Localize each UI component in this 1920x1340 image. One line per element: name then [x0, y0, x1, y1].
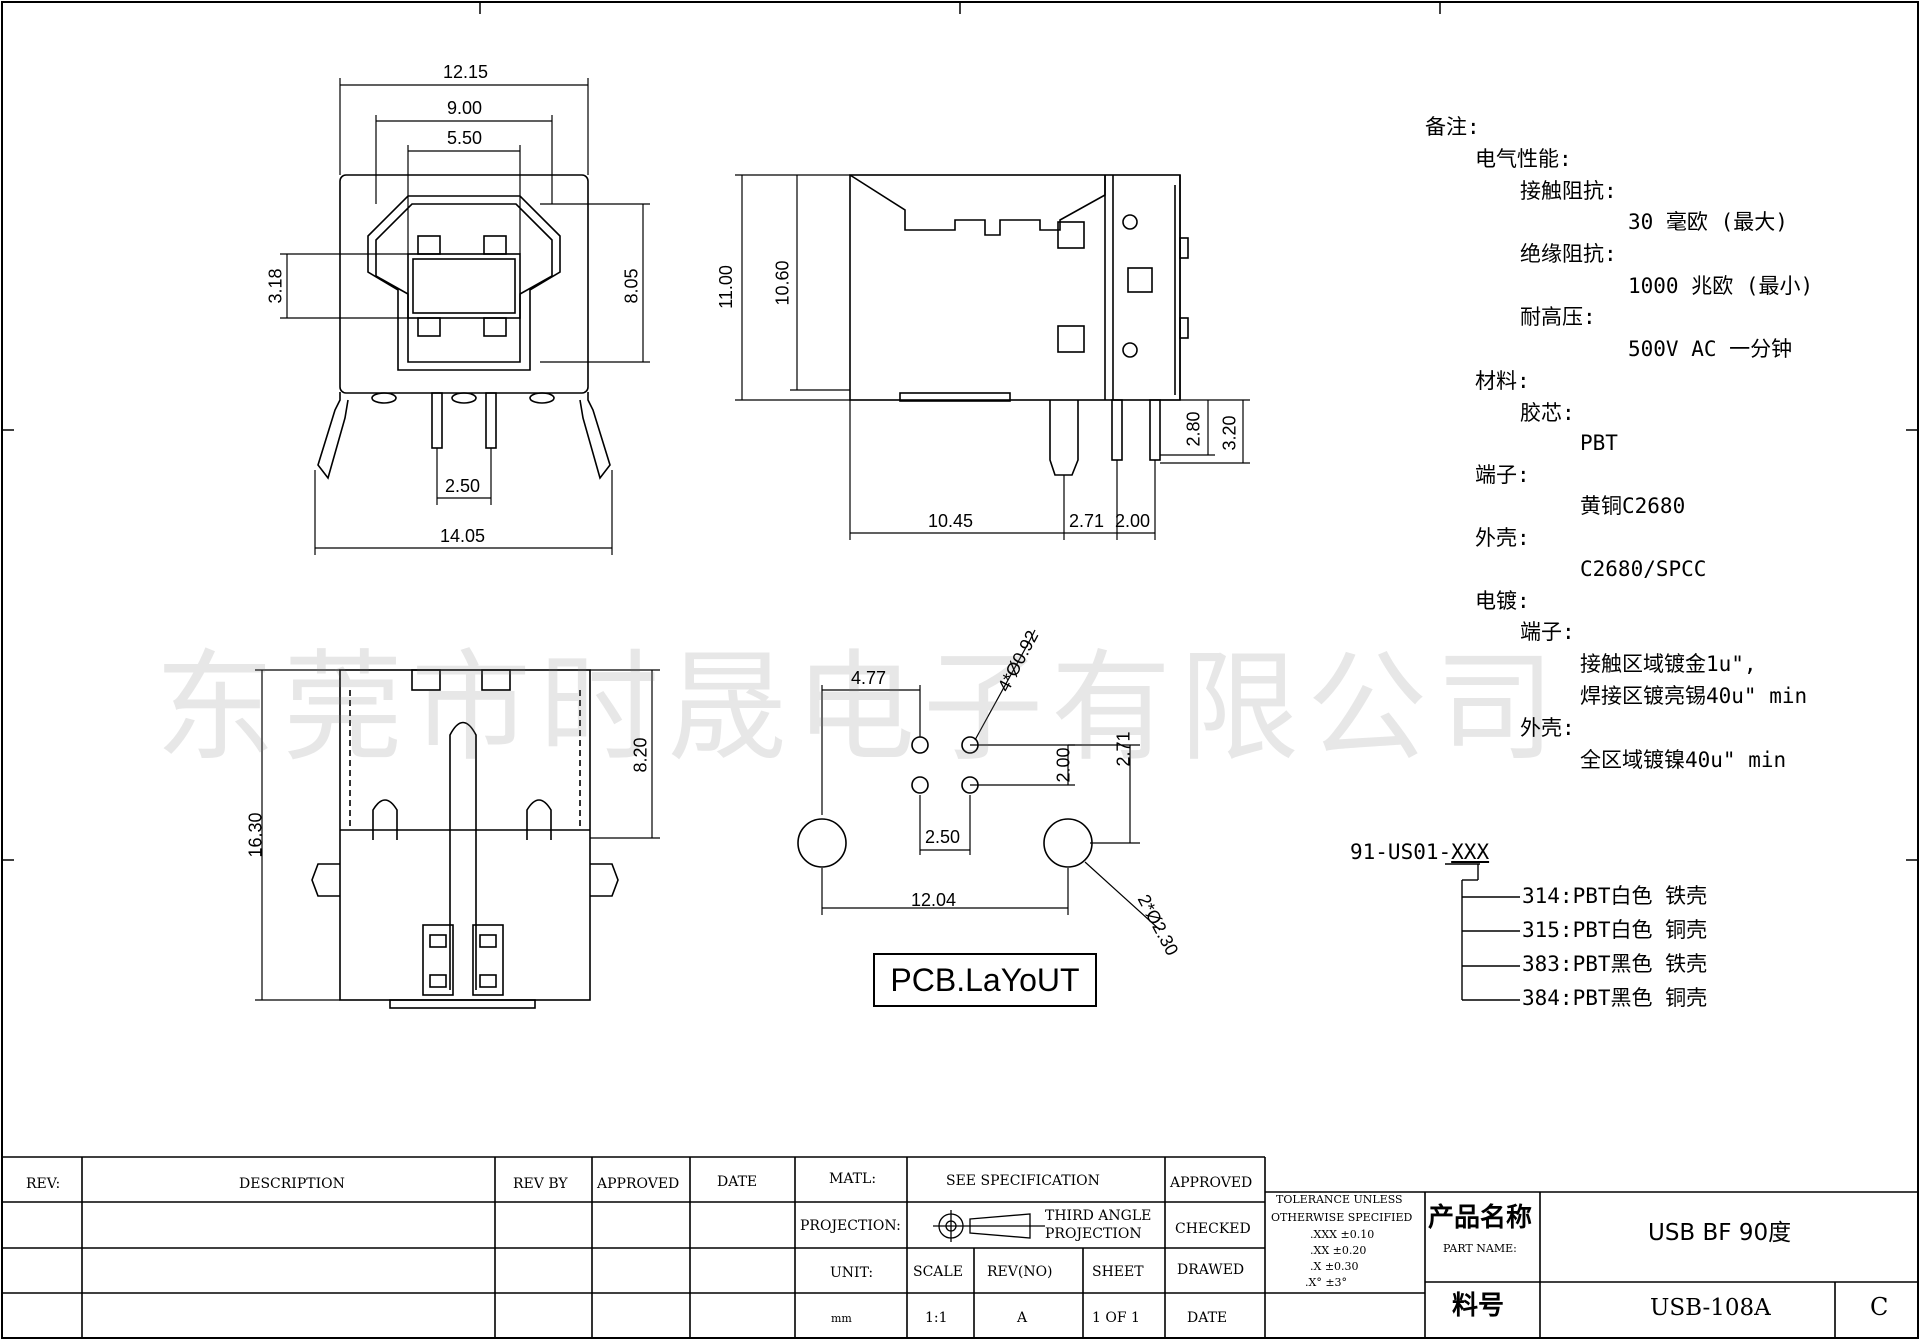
tb-scale-label: SCALE — [913, 1264, 963, 1280]
tb-sheet-label: SHEET — [1092, 1264, 1144, 1280]
tb-unit-value: mm — [831, 1312, 852, 1325]
notes-title: 备注: — [1425, 115, 1480, 139]
tb-description-header: DESCRIPTION — [239, 1176, 345, 1192]
note-line: 电镀: — [1475, 589, 1530, 613]
tb-part-no-label: 料号 — [1452, 1291, 1505, 1321]
note-line: PBT — [1580, 431, 1618, 455]
tb-part-name-label: 产品名称 — [1428, 1203, 1533, 1233]
tb-approved-header: APPROVED — [597, 1176, 680, 1192]
note-line: 外壳: — [1475, 526, 1530, 550]
note-line: 端子: — [1520, 620, 1575, 644]
note-line: 胶芯: — [1520, 401, 1575, 425]
tb-drawed-label: DRAWED — [1177, 1262, 1245, 1278]
dim-side-total-height: 11.00 — [715, 265, 736, 309]
note-line: 材料: — [1475, 369, 1530, 393]
part-code-option: 384:PBT黑色 铜壳 — [1522, 986, 1708, 1010]
dim-front-total-width: 14.05 — [440, 526, 486, 546]
dim-pcb-offset: 4.77 — [851, 668, 887, 688]
tb-rev-by-header: REV BY — [513, 1176, 568, 1192]
dim-front-pin-pitch: 2.50 — [445, 476, 481, 496]
tb-projection-label: PROJECTION: — [800, 1218, 901, 1234]
note-line: 接触区域镀金1u", — [1580, 652, 1757, 676]
projection-symbol — [933, 1210, 1045, 1242]
tb-rev-no-label: REV(NO) — [987, 1264, 1053, 1280]
note-line: 耐高压: — [1520, 305, 1596, 329]
note-line: 接触阻抗: — [1520, 179, 1617, 203]
tb-unit-label: UNIT: — [830, 1265, 874, 1281]
tb-rev-header: REV: — [26, 1176, 61, 1192]
note-line: C2680/SPCC — [1580, 557, 1707, 581]
front-view — [317, 174, 611, 480]
tb-checked-label: CHECKED — [1175, 1221, 1251, 1237]
dim-front-width-outer: 12.15 — [443, 62, 489, 82]
pcb-layout-dimensions — [821, 629, 1161, 931]
tb-tolerance-x: .X ±0.30 — [1310, 1260, 1359, 1273]
dim-side-body-length: 10.45 — [928, 511, 974, 531]
tb-matl-value: SEE SPECIFICATION — [946, 1173, 1100, 1189]
company-watermark: 东莞市时晟电子有限公司 — [155, 639, 1563, 778]
dim-front-shell-height: 8.05 — [621, 268, 642, 304]
tb-tolerance-xx: .XX ±0.20 — [1310, 1244, 1367, 1257]
side-view — [849, 174, 1189, 476]
tb-projection-value-2: PROJECTION — [1045, 1226, 1142, 1242]
part-code-leaders — [1445, 863, 1520, 1001]
side-view-dimensions — [735, 174, 1250, 540]
note-line: 端子: — [1475, 463, 1530, 487]
tb-projection-value-1: THIRD ANGLE — [1045, 1208, 1152, 1224]
part-code-suffix: XXX — [1451, 840, 1490, 864]
part-code-option: 383:PBT黑色 铁壳 — [1522, 952, 1708, 976]
note-line: 焊接区镀亮锡40u" min — [1580, 684, 1808, 708]
dim-front-width-tongue: 5.50 — [447, 128, 483, 148]
note-line: 外壳: — [1520, 716, 1575, 740]
tb-rev-value: A — [1017, 1310, 1028, 1326]
dim-side-pin-offset: 2.71 — [1069, 511, 1105, 531]
tb-scale-value: 1:1 — [925, 1310, 948, 1326]
tb-tolerance-line-2: OTHERWISE SPECIFIED — [1271, 1211, 1413, 1224]
note-line: 30 毫欧 (最大) — [1628, 210, 1788, 234]
tb-tolerance-line-1: TOLERANCE UNLESS — [1276, 1193, 1403, 1206]
dim-side-pin-length-1: 2.80 — [1183, 411, 1204, 447]
note-line: 1000 兆欧 (最小) — [1628, 274, 1814, 298]
dim-front-tongue-height: 3.18 — [265, 268, 286, 304]
part-code-option: 315:PBT白色 铜壳 — [1522, 918, 1708, 942]
border-ticks — [2, 2, 1918, 861]
title-block-grid — [2, 1156, 1918, 1338]
tb-approved-label: APPROVED — [1170, 1175, 1253, 1191]
tb-revision-letter: C — [1870, 1293, 1889, 1321]
dim-pcb-horizontal-pitch: 2.50 — [925, 827, 961, 847]
dim-pcb-row-offset: 2.71 — [1113, 731, 1134, 767]
tb-date-header: DATE — [717, 1174, 758, 1190]
tb-part-name-en: PART NAME: — [1443, 1242, 1517, 1255]
tb-part-no-value: USB-108A — [1650, 1295, 1771, 1321]
note-line: 500V AC 一分钟 — [1628, 337, 1793, 361]
front-view-dimensions — [280, 78, 650, 555]
dim-bottom-pin-length: 8.20 — [630, 737, 651, 773]
tb-tolerance-deg: .X° ±3° — [1305, 1276, 1348, 1289]
dim-pcb-span: 12.04 — [911, 890, 957, 910]
note-line: 绝缘阻抗: — [1520, 242, 1617, 266]
tb-matl-label: MATL: — [829, 1171, 877, 1187]
dim-side-body-height: 10.60 — [772, 260, 793, 306]
tb-part-name-value: USB BF 90度 — [1648, 1220, 1792, 1246]
tb-tolerance-xxx: .XXX ±0.10 — [1310, 1228, 1375, 1241]
dim-side-pin-pitch: 2.00 — [1115, 511, 1151, 531]
dim-front-width-shell: 9.00 — [447, 98, 483, 118]
bottom-view — [311, 669, 619, 1009]
note-line: 全区域镀镍40u" min — [1580, 748, 1787, 772]
tb-date-label: DATE — [1187, 1310, 1228, 1326]
part-code-base: 91-US01-XXX — [1350, 842, 1489, 863]
dim-pcb-vertical-pitch: 2.00 — [1053, 747, 1074, 783]
part-code-prefix: 91-US01- — [1350, 840, 1452, 864]
part-code-option: 314:PBT白色 铁壳 — [1522, 884, 1708, 908]
bottom-view-dimensions — [255, 669, 660, 1001]
dim-bottom-height: 16.30 — [245, 812, 266, 858]
note-line: 电气性能: — [1475, 147, 1572, 171]
note-line: 黄铜C2680 — [1580, 494, 1686, 518]
tb-sheet-value: 1 OF 1 — [1092, 1310, 1140, 1326]
dim-side-pin-length-2: 3.20 — [1219, 415, 1240, 451]
pcb-layout-label: PCB.LaYoUT — [873, 953, 1097, 1007]
